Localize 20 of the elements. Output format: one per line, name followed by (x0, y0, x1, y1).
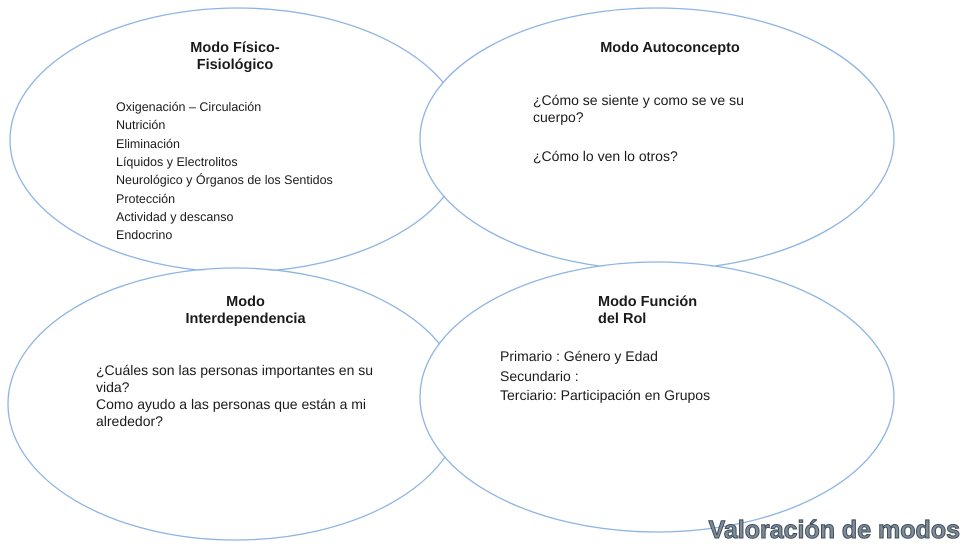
node-heading: Modo Físico-Fisiológico (189, 40, 281, 75)
node-text: Líquidos y Electrolitos (116, 155, 238, 170)
diagram-title: Valoración de modos (708, 516, 960, 545)
node-text: Protección (116, 192, 176, 207)
node-heading: Modo Interdependencia (184, 294, 307, 329)
node-text: Nutrición (116, 118, 166, 133)
node-text: Oxigenación – Circulación (116, 100, 262, 115)
node-text: Endocrino (116, 228, 172, 243)
node-heading: Modo Autoconcepto (599, 40, 741, 58)
node-text: ¿Cómo lo ven lo otros? (533, 148, 679, 165)
node-heading: Modo Función del Rol (598, 294, 698, 329)
node-text: ¿Cuáles son las personas importantes en su vida? (96, 362, 374, 396)
node-text: Terciario: Participación en Grupos (500, 387, 710, 404)
node-text: Neurológico y Órganos de los Sentidos (116, 173, 333, 188)
node-text: Como ayudo a las personas que están a mi alrededor? (96, 396, 368, 430)
node-text: Primario : Género y Edad (500, 348, 658, 365)
node-text: Actividad y descanso (116, 210, 234, 225)
node-text: Secundario : (500, 368, 579, 385)
node-text: Eliminación (116, 137, 180, 152)
node-text: ¿Cómo se siente y como se ve su cuerpo? (533, 92, 745, 126)
